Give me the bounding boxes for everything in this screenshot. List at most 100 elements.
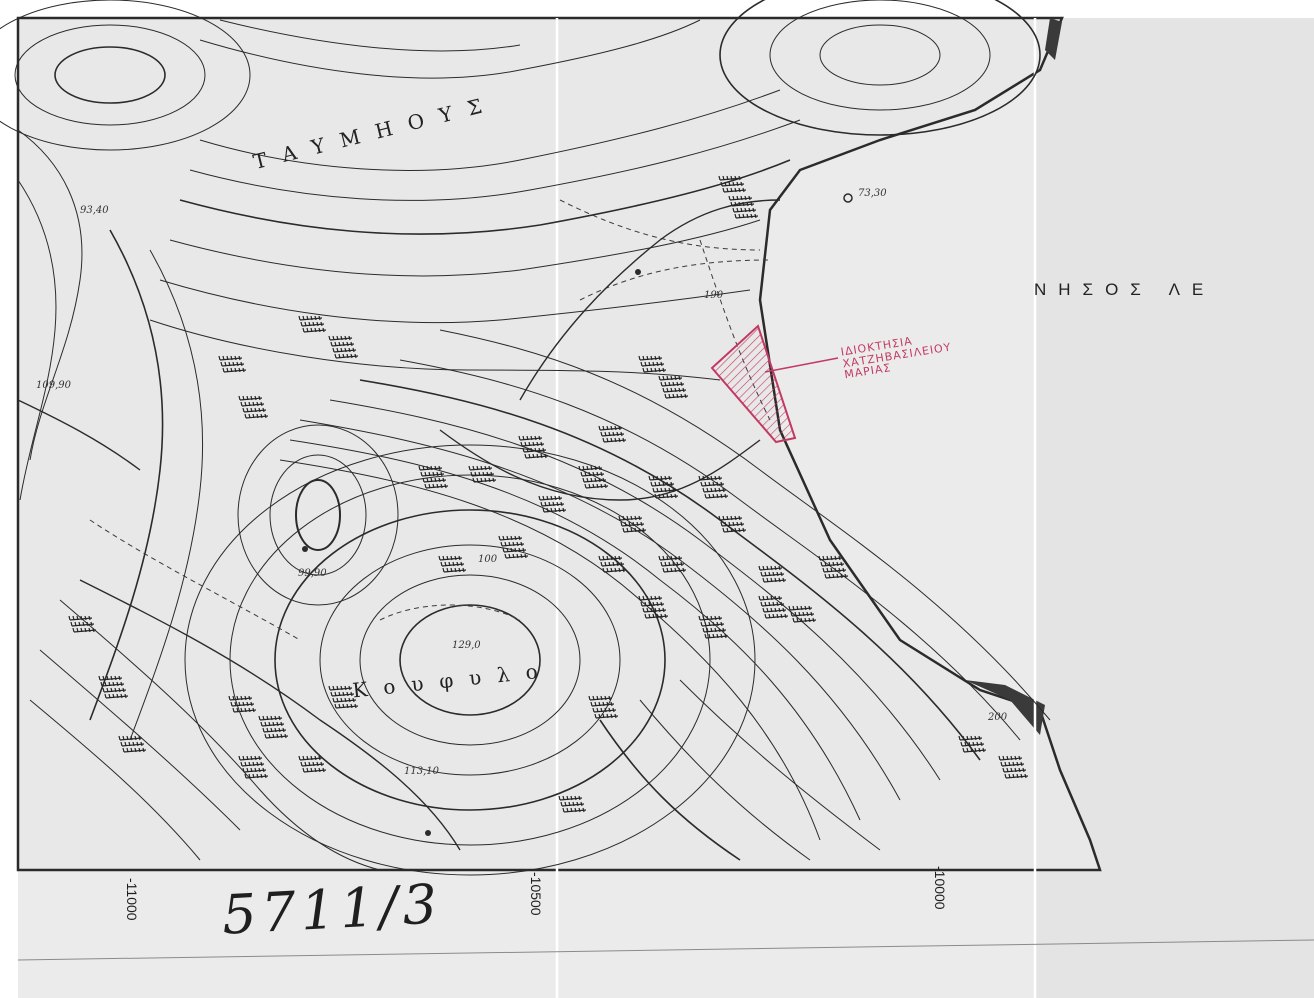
- hachure-tick: [570, 807, 573, 813]
- hachure-tick: [610, 425, 613, 431]
- hachure-tick: [600, 471, 603, 477]
- hachure-tick: [252, 707, 255, 713]
- hachure-tick: [80, 627, 83, 633]
- hachure-tick: [1022, 767, 1025, 773]
- hachure-tick: [102, 675, 105, 681]
- hachure-tick: [516, 541, 519, 547]
- hachure-tick: [338, 353, 341, 359]
- hachure-tick: [734, 201, 737, 207]
- hachure-tick: [600, 483, 603, 489]
- hachure-tick: [540, 441, 543, 447]
- hachure-tick: [588, 483, 591, 489]
- hachure-tick: [824, 573, 827, 579]
- hachure-tick: [638, 527, 641, 533]
- hachure-tick: [344, 697, 347, 703]
- hachure-tick: [542, 495, 545, 501]
- hachure-tick: [774, 565, 777, 571]
- hachure-tick: [662, 387, 665, 393]
- hachure-tick: [502, 547, 505, 553]
- hachure-tick: [666, 555, 669, 561]
- hachure-tick: [112, 681, 115, 687]
- hachure-tick: [600, 561, 603, 567]
- hachure-tick: [724, 521, 727, 527]
- hachure-tick: [716, 621, 719, 627]
- hachure-tick: [308, 321, 311, 327]
- hachure-tick: [354, 353, 357, 359]
- hachure-tick: [752, 207, 755, 213]
- hachure-tick: [580, 801, 583, 807]
- hachure-tick: [1012, 761, 1015, 767]
- hachure-tick: [668, 475, 671, 481]
- hachure-tick: [840, 573, 843, 579]
- hachure-tick: [240, 761, 243, 767]
- hachure-tick: [598, 425, 601, 431]
- hachure-tick: [602, 555, 605, 561]
- hachure-tick: [642, 595, 645, 601]
- hachure-tick: [652, 475, 655, 481]
- hachure-tick: [476, 477, 479, 483]
- hachure-tick: [336, 685, 339, 691]
- hachure-tick: [306, 767, 309, 773]
- hachure-tick: [728, 181, 731, 187]
- hachure-tick: [340, 685, 343, 691]
- hachure-tick: [336, 335, 339, 341]
- hachure-tick: [842, 567, 845, 573]
- hachure-tick: [714, 475, 717, 481]
- hachure-tick: [1016, 761, 1019, 767]
- hachure-tick: [526, 435, 529, 441]
- hachure-tick: [552, 501, 555, 507]
- spot-marker: [302, 546, 308, 552]
- hachure-tick: [796, 617, 799, 623]
- hachure-tick: [236, 695, 239, 701]
- hachure-tick: [602, 477, 605, 483]
- hachure-tick: [314, 327, 317, 333]
- hachure-tick: [486, 471, 489, 477]
- hachure-tick: [524, 453, 527, 459]
- hachure-tick: [770, 577, 773, 583]
- hachure-tick: [722, 175, 725, 181]
- elevation-label: 200: [988, 712, 1008, 723]
- hachure-tick: [524, 553, 527, 559]
- hachure-tick: [258, 755, 261, 761]
- hachure-tick: [720, 181, 723, 187]
- hachure-tick: [488, 477, 491, 483]
- hachure-tick: [820, 561, 823, 567]
- hachure-tick: [678, 375, 681, 381]
- hachure-tick: [760, 571, 763, 577]
- hachure-tick: [130, 735, 133, 741]
- hachure-tick: [748, 207, 751, 213]
- hachure-tick: [72, 627, 75, 633]
- hachure-tick: [610, 555, 613, 561]
- hachure-tick: [668, 561, 671, 567]
- hachure-tick: [768, 613, 771, 619]
- hachure-tick: [76, 615, 79, 621]
- hachure-tick: [640, 601, 643, 607]
- hachure-tick: [594, 713, 597, 719]
- hachure-tick: [1020, 773, 1023, 779]
- hachure-tick: [710, 475, 713, 481]
- hachure-tick: [700, 621, 703, 627]
- hachure-tick: [970, 735, 973, 741]
- hachure-tick: [702, 615, 705, 621]
- coordinate-tick-label: -10000: [932, 866, 948, 910]
- hachure-tick: [1006, 767, 1009, 773]
- hachure-tick: [594, 701, 597, 707]
- hachure-tick: [604, 431, 607, 437]
- hachure-tick: [538, 447, 541, 453]
- hachure-tick: [662, 375, 665, 381]
- hachure-tick: [278, 727, 281, 733]
- hachure-tick: [746, 201, 749, 207]
- hachure-tick: [676, 393, 679, 399]
- hachure-tick: [86, 621, 89, 627]
- hachure-tick: [302, 755, 305, 761]
- hachure-tick: [554, 507, 557, 513]
- hachure-tick: [236, 361, 239, 367]
- hachure-tick: [346, 341, 349, 347]
- hachure-tick: [592, 707, 595, 713]
- hachure-tick: [238, 701, 241, 707]
- hachure-tick: [578, 465, 581, 471]
- hachure-tick: [112, 693, 115, 699]
- hachure-tick: [716, 493, 719, 499]
- hachure-tick: [602, 425, 605, 431]
